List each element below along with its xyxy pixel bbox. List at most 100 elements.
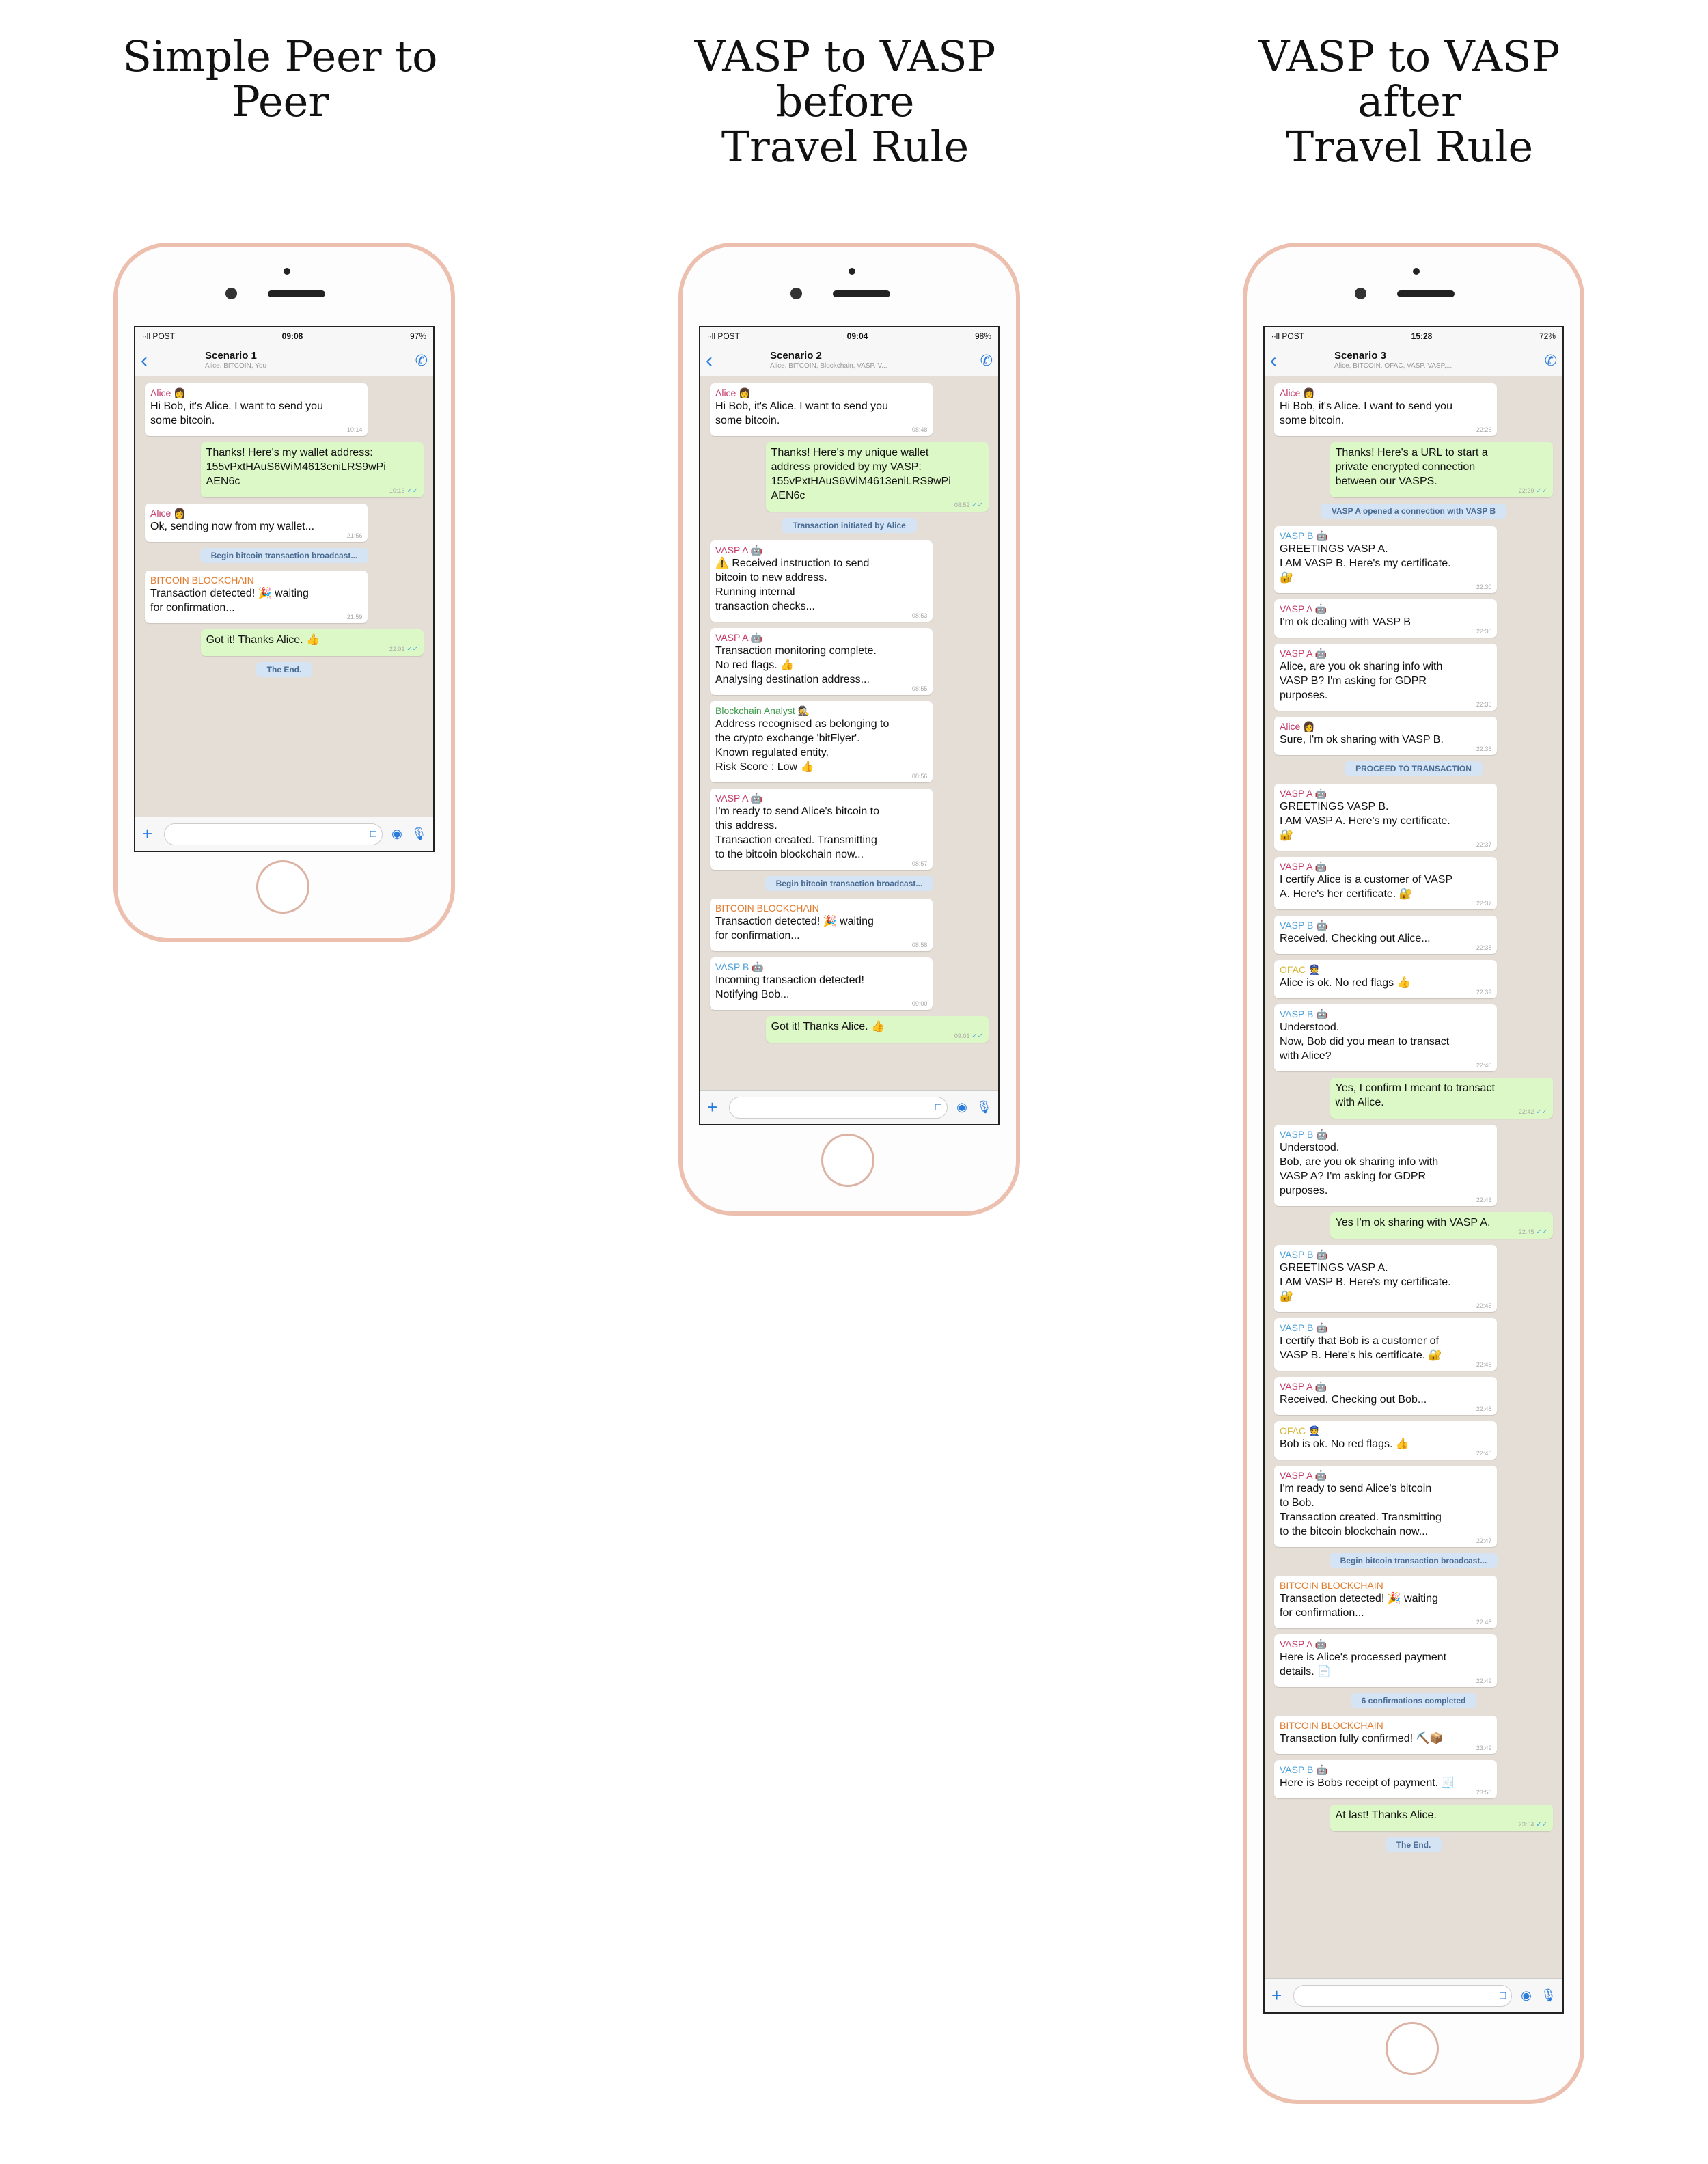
sticker-icon[interactable]: □	[935, 1101, 941, 1113]
outgoing-message[interactable]: Yes, I confirm I meant to transact with …	[1330, 1078, 1553, 1119]
message-text: Address recognised as belonging to the c…	[715, 718, 890, 773]
plus-icon[interactable]: +	[1271, 1985, 1282, 2005]
chevron-left-icon[interactable]: ‹	[141, 348, 148, 372]
incoming-message[interactable]: VASP A 🤖Alice, are you ok sharing info w…	[1274, 644, 1498, 711]
system-message: Begin bitcoin transaction broadcast...	[1329, 1553, 1498, 1568]
chat-title[interactable]: Scenario 3	[1334, 350, 1386, 361]
chat-title[interactable]: Scenario 2	[770, 350, 822, 361]
status-bar: ∙∙ll POST 09:08 97%	[135, 327, 433, 345]
incoming-message[interactable]: VASP A 🤖I'm ready to send Alice's bitcoi…	[1274, 1466, 1498, 1547]
phone-add-icon[interactable]: ✆	[1544, 351, 1557, 369]
incoming-message[interactable]: VASP A 🤖Here is Alice's processed paymen…	[1274, 1634, 1498, 1687]
home-button[interactable]	[821, 1134, 874, 1187]
incoming-message[interactable]: VASP B 🤖I certify that Bob is a customer…	[1274, 1318, 1498, 1371]
incoming-message[interactable]: VASP B 🤖Here is Bobs receipt of payment.…	[1274, 1760, 1498, 1798]
sticker-icon[interactable]: □	[370, 827, 376, 840]
incoming-message[interactable]: VASP B 🤖Understood. Now, Bob did you mea…	[1274, 1004, 1498, 1071]
outgoing-message[interactable]: Thanks! Here's my wallet address: 155vPx…	[200, 442, 424, 497]
message-input[interactable]: □	[1293, 1984, 1512, 2007]
double-check-icon: ✓✓	[404, 646, 418, 653]
microphone-icon[interactable]: 🎙	[1541, 1988, 1556, 2002]
system-message: The End.	[1385, 1837, 1442, 1852]
incoming-message[interactable]: VASP B 🤖GREETINGS VASP A. I AM VASP B. H…	[1274, 526, 1498, 593]
message-time: 22:01	[389, 646, 405, 653]
message-time: 21:59	[346, 614, 363, 620]
message-input[interactable]: □	[729, 1096, 948, 1119]
incoming-message[interactable]: VASP B 🤖GREETINGS VASP A. I AM VASP B. H…	[1274, 1245, 1498, 1312]
message-time: 08:52	[954, 502, 970, 508]
incoming-message[interactable]: VASP A 🤖Transaction monitoring complete.…	[710, 628, 933, 695]
message-text: Yes I'm ok sharing with VASP A.	[1335, 1217, 1491, 1229]
incoming-message[interactable]: VASP A 🤖GREETINGS VASP B. I AM VASP A. H…	[1274, 784, 1498, 851]
outgoing-message[interactable]: Yes I'm ok sharing with VASP A.22:45 ✓✓	[1330, 1212, 1553, 1239]
message-time: 23:50	[1476, 1789, 1492, 1796]
message-time: 22:37	[1476, 900, 1492, 907]
incoming-message[interactable]: VASP A 🤖⚠️ Received instruction to send …	[710, 540, 933, 622]
incoming-message[interactable]: VASP A 🤖I'm ready to send Alice's bitcoi…	[710, 789, 933, 870]
incoming-message[interactable]: Alice 👩Hi Bob, it's Alice. I want to sen…	[145, 383, 368, 436]
system-message: VASP A opened a connection with VASP B	[1320, 504, 1507, 519]
message-text: I'm ready to send Alice's bitcoin to thi…	[715, 806, 880, 860]
message-time: 10:16	[389, 487, 405, 494]
incoming-message[interactable]: VASP A 🤖I certify Alice is a customer of…	[1274, 857, 1498, 909]
incoming-message[interactable]: OFAC 👮Bob is ok. No red flags. 👍22:46	[1274, 1421, 1498, 1460]
outgoing-message[interactable]: Thanks! Here's a URL to start a private …	[1330, 442, 1553, 497]
sender-name: VASP B 🤖	[1280, 1764, 1328, 1775]
camera-icon[interactable]: ◉	[391, 827, 402, 840]
microphone-icon[interactable]: 🎙	[976, 1100, 992, 1114]
message-time: 22:26	[1476, 426, 1492, 433]
message-time: 23:54	[1518, 1821, 1534, 1828]
sender-name: VASP B 🤖	[1280, 920, 1328, 931]
message-text: GREETINGS VASP B. I AM VASP A. Here's my…	[1280, 801, 1450, 841]
incoming-message[interactable]: VASP B 🤖Understood. Bob, are you ok shar…	[1274, 1125, 1498, 1206]
message-text: At last! Thanks Alice.	[1335, 1809, 1437, 1821]
earpiece-speaker	[268, 290, 325, 297]
sender-name: VASP A 🤖	[1280, 648, 1327, 659]
chevron-left-icon[interactable]: ‹	[1270, 348, 1277, 372]
incoming-message[interactable]: OFAC 👮Alice is ok. No red flags 👍22:39	[1274, 960, 1498, 998]
sender-name: VASP B 🤖	[1280, 1009, 1328, 1019]
plus-icon[interactable]: +	[707, 1097, 718, 1117]
incoming-message[interactable]: Alice 👩Hi Bob, it's Alice. I want to sen…	[1274, 383, 1498, 436]
front-camera	[1355, 288, 1366, 299]
incoming-message[interactable]: VASP B 🤖Received. Checking out Alice...2…	[1274, 916, 1498, 954]
outgoing-message[interactable]: Got it! Thanks Alice. 👍22:01 ✓✓	[200, 629, 424, 656]
camera-icon[interactable]: ◉	[1521, 1988, 1532, 2002]
sender-name: BITCOIN BLOCKCHAIN	[1280, 1580, 1383, 1591]
microphone-icon[interactable]: 🎙	[411, 827, 427, 840]
message-text: I certify Alice is a customer of VASP A.…	[1280, 874, 1453, 900]
sticker-icon[interactable]: □	[1499, 1989, 1506, 2001]
phone-screen: ∙∙ll POST 09:04 98% ‹ Scenario 2 Alice, …	[699, 326, 1000, 1125]
carrier-label: ∙∙ll POST	[1271, 331, 1305, 341]
incoming-message[interactable]: VASP B 🤖Incoming transaction detected! N…	[710, 957, 933, 1010]
chevron-left-icon[interactable]: ‹	[706, 348, 713, 372]
message-text: Bob is ok. No red flags. 👍	[1280, 1438, 1409, 1450]
double-check-icon: ✓✓	[1534, 487, 1547, 495]
message-input[interactable]: □	[164, 823, 383, 845]
outgoing-message[interactable]: Thanks! Here's my unique wallet address …	[765, 442, 989, 512]
sender-name: VASP A 🤖	[1280, 1381, 1327, 1392]
sender-name: VASP A 🤖	[1280, 1639, 1327, 1649]
double-check-icon: ✓✓	[969, 1032, 983, 1040]
incoming-message[interactable]: Blockchain Analyst 🕵️Address recognised …	[710, 701, 933, 782]
incoming-message[interactable]: Alice 👩Ok, sending now from my wallet...…	[145, 504, 368, 542]
phone-add-icon[interactable]: ✆	[980, 351, 993, 369]
incoming-message[interactable]: Alice 👩Sure, I'm ok sharing with VASP B.…	[1274, 717, 1498, 755]
incoming-message[interactable]: Alice 👩Hi Bob, it's Alice. I want to sen…	[710, 383, 933, 436]
plus-icon[interactable]: +	[142, 823, 153, 844]
phone-add-icon[interactable]: ✆	[415, 351, 428, 369]
outgoing-message[interactable]: At last! Thanks Alice.23:54 ✓✓	[1330, 1805, 1553, 1831]
front-camera	[225, 288, 237, 299]
status-bar: ∙∙ll POST 15:28 72%	[1265, 327, 1562, 345]
camera-icon[interactable]: ◉	[956, 1100, 967, 1114]
outgoing-message[interactable]: Got it! Thanks Alice. 👍09:01 ✓✓	[765, 1016, 989, 1043]
home-button[interactable]	[1386, 2022, 1439, 2075]
incoming-message[interactable]: VASP A 🤖Received. Checking out Bob...22:…	[1274, 1377, 1498, 1415]
chat-title[interactable]: Scenario 1	[205, 350, 257, 361]
home-button[interactable]	[256, 860, 309, 914]
